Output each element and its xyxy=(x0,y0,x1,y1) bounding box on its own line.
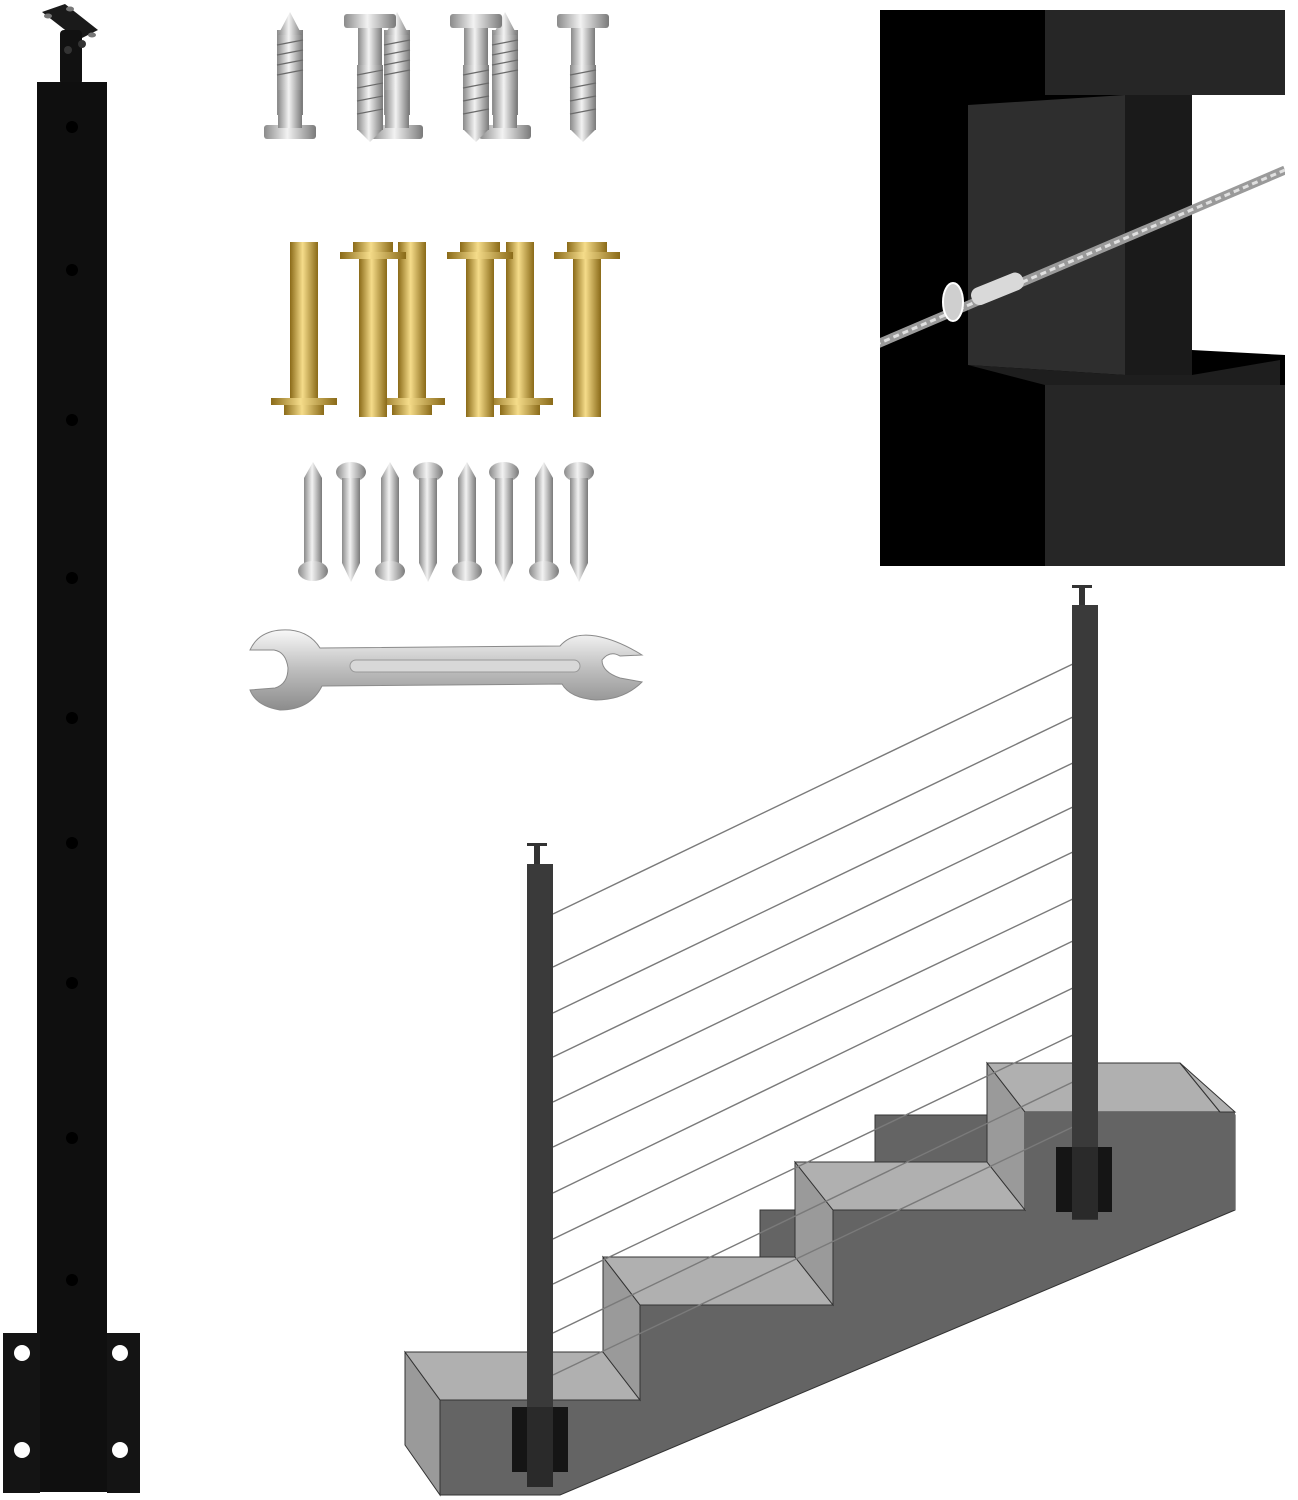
post-icon xyxy=(3,4,140,1493)
hardware-icon xyxy=(249,12,644,711)
railing-post xyxy=(0,0,150,1500)
stair-icon xyxy=(404,585,1237,1497)
cable-tensioner-detail xyxy=(880,10,1285,566)
stair-installation-diagram xyxy=(400,580,1250,1500)
hardware-kit xyxy=(240,0,660,720)
tensioner-icon xyxy=(880,10,1285,566)
